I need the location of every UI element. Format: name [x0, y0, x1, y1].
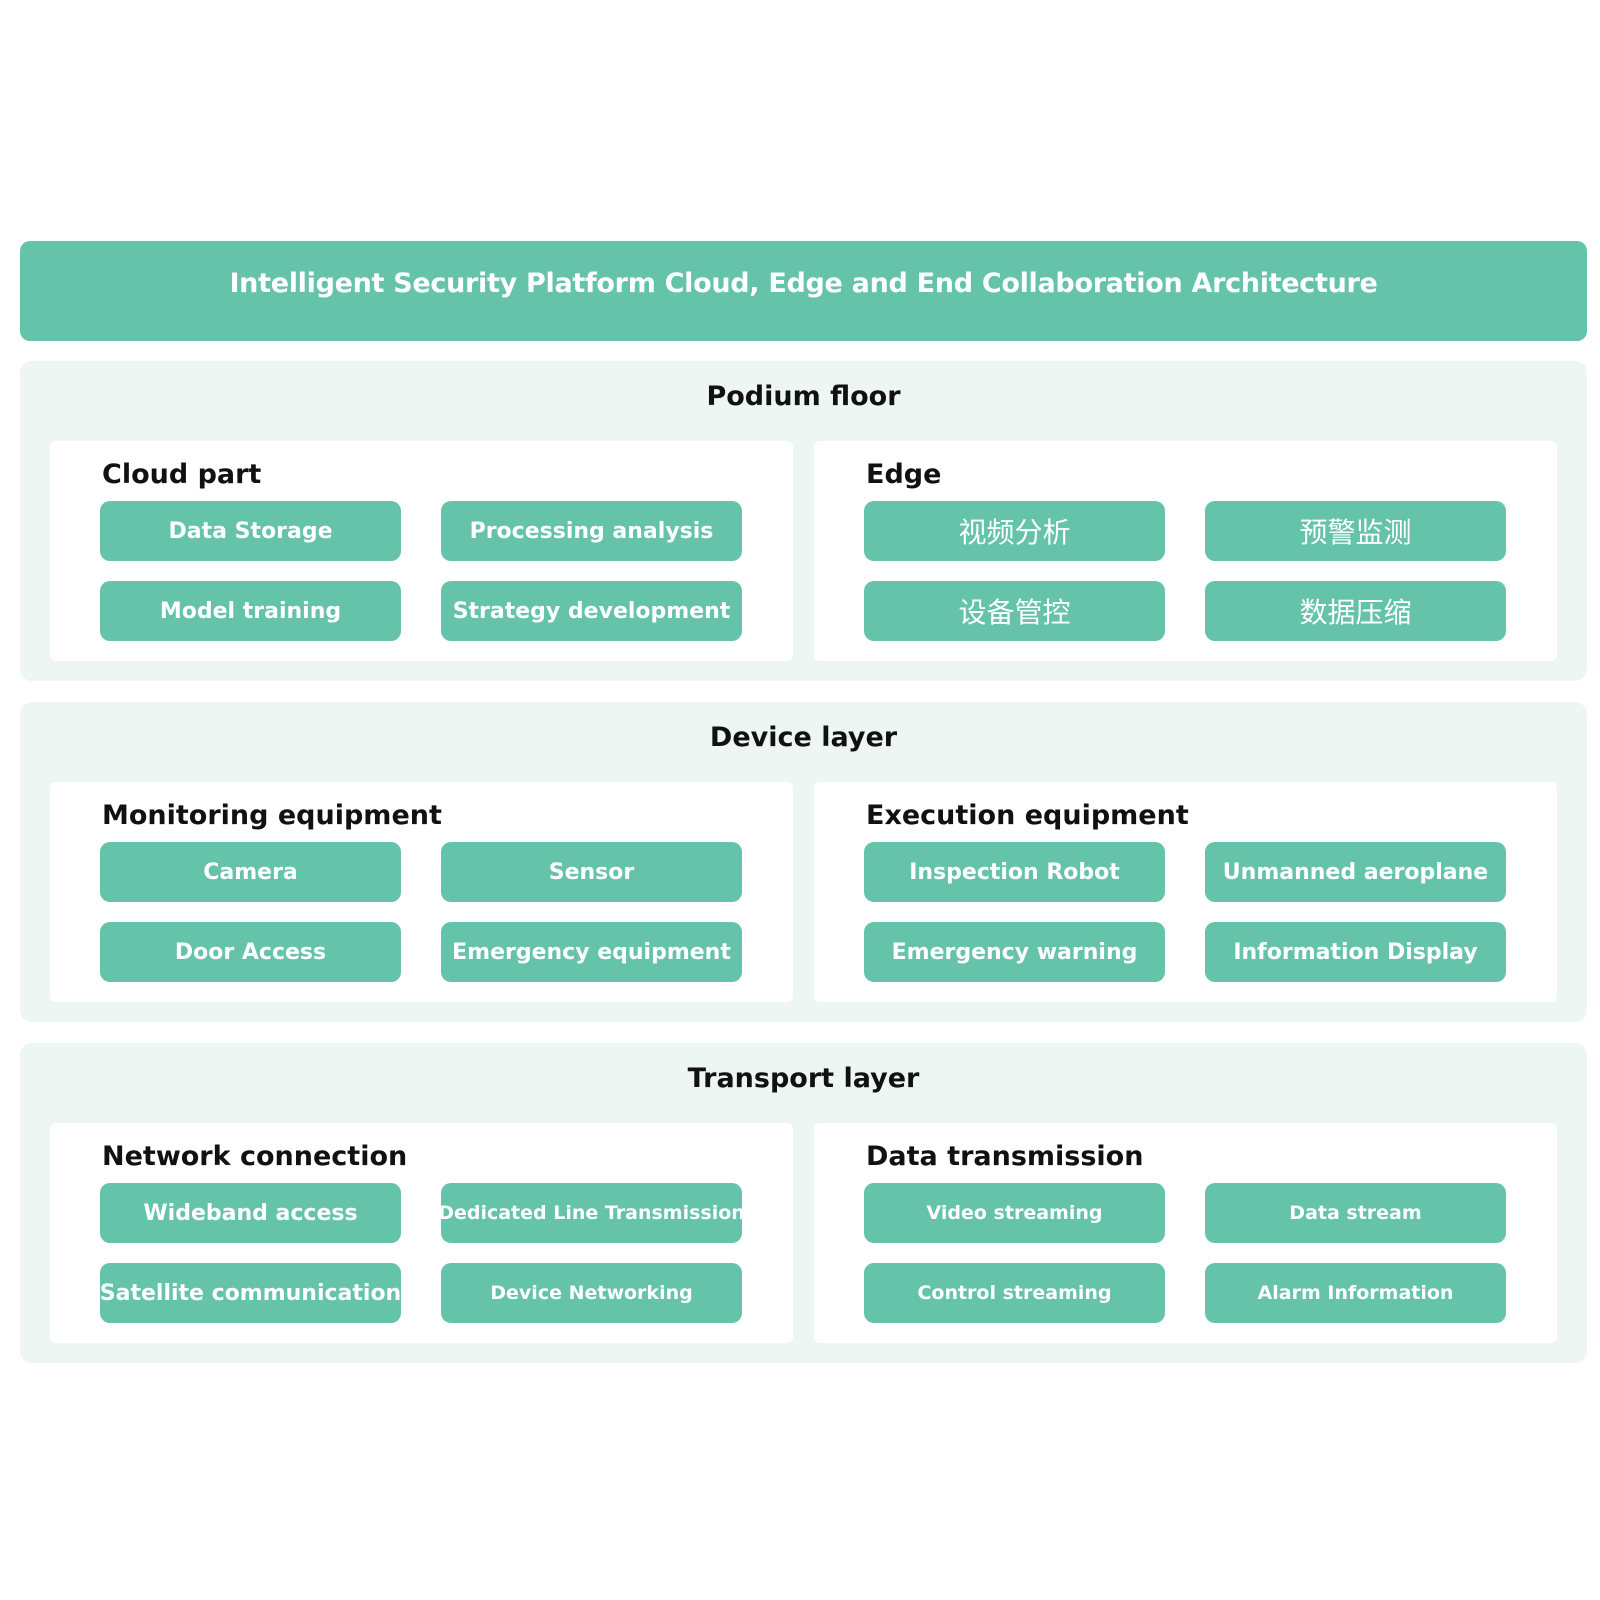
layer-title: Transport layer: [687, 1063, 920, 1094]
group-edge: Edge 视频分析 预警监测 设备管控 数据压缩: [814, 441, 1557, 661]
module-video-streaming: Video streaming: [864, 1183, 1165, 1243]
module-camera: Camera: [100, 842, 401, 902]
group-title: Cloud part: [102, 459, 262, 490]
layer-podium-floor: Podium floor Cloud part Data Storage Pro…: [20, 361, 1587, 681]
group-execution-equipment: Execution equipment Inspection Robot Unm…: [814, 782, 1557, 1002]
module-processing-analysis: Processing analysis: [441, 501, 742, 561]
module-warning-monitoring: 预警监测: [1205, 501, 1506, 561]
module-control-streaming: Control streaming: [864, 1263, 1165, 1323]
group-network-connection: Network connection Wideband access Dedic…: [50, 1123, 793, 1343]
layer-title: Podium floor: [706, 381, 901, 412]
module-alarm-information: Alarm Information: [1205, 1263, 1506, 1323]
layer-device: Device layer Monitoring equipment Camera…: [20, 702, 1587, 1022]
module-door-access: Door Access: [100, 922, 401, 982]
layer-title: Device layer: [709, 722, 898, 753]
module-information-display: Information Display: [1205, 922, 1506, 982]
module-data-compression: 数据压缩: [1205, 581, 1506, 641]
architecture-title-banner: Intelligent Security Platform Cloud, Edg…: [20, 241, 1587, 341]
module-inspection-robot: Inspection Robot: [864, 842, 1165, 902]
group-title: Edge: [866, 459, 942, 490]
module-unmanned-aeroplane: Unmanned aeroplane: [1205, 842, 1506, 902]
group-cloud-part: Cloud part Data Storage Processing analy…: [50, 441, 793, 661]
architecture-title: Intelligent Security Platform Cloud, Edg…: [229, 267, 1378, 299]
module-device-control: 设备管控: [864, 581, 1165, 641]
module-device-networking: Device Networking: [441, 1263, 742, 1323]
group-title: Network connection: [102, 1141, 408, 1172]
module-model-training: Model training: [100, 581, 401, 641]
module-video-analysis: 视频分析: [864, 501, 1165, 561]
module-data-storage: Data Storage: [100, 501, 401, 561]
module-satellite-communication: Satellite communication: [100, 1263, 401, 1323]
module-dedicated-line-transmission: Dedicated Line Transmission: [441, 1183, 742, 1243]
module-emergency-warning: Emergency warning: [864, 922, 1165, 982]
group-title: Monitoring equipment: [102, 800, 442, 831]
group-monitoring-equipment: Monitoring equipment Camera Sensor Door …: [50, 782, 793, 1002]
module-sensor: Sensor: [441, 842, 742, 902]
layer-transport: Transport layer Network connection Wideb…: [20, 1043, 1587, 1363]
module-data-stream: Data stream: [1205, 1183, 1506, 1243]
group-title: Data transmission: [866, 1141, 1144, 1172]
module-emergency-equipment: Emergency equipment: [441, 922, 742, 982]
module-wideband-access: Wideband access: [100, 1183, 401, 1243]
group-title: Execution equipment: [866, 800, 1189, 831]
group-data-transmission: Data transmission Video streaming Data s…: [814, 1123, 1557, 1343]
module-strategy-development: Strategy development: [441, 581, 742, 641]
